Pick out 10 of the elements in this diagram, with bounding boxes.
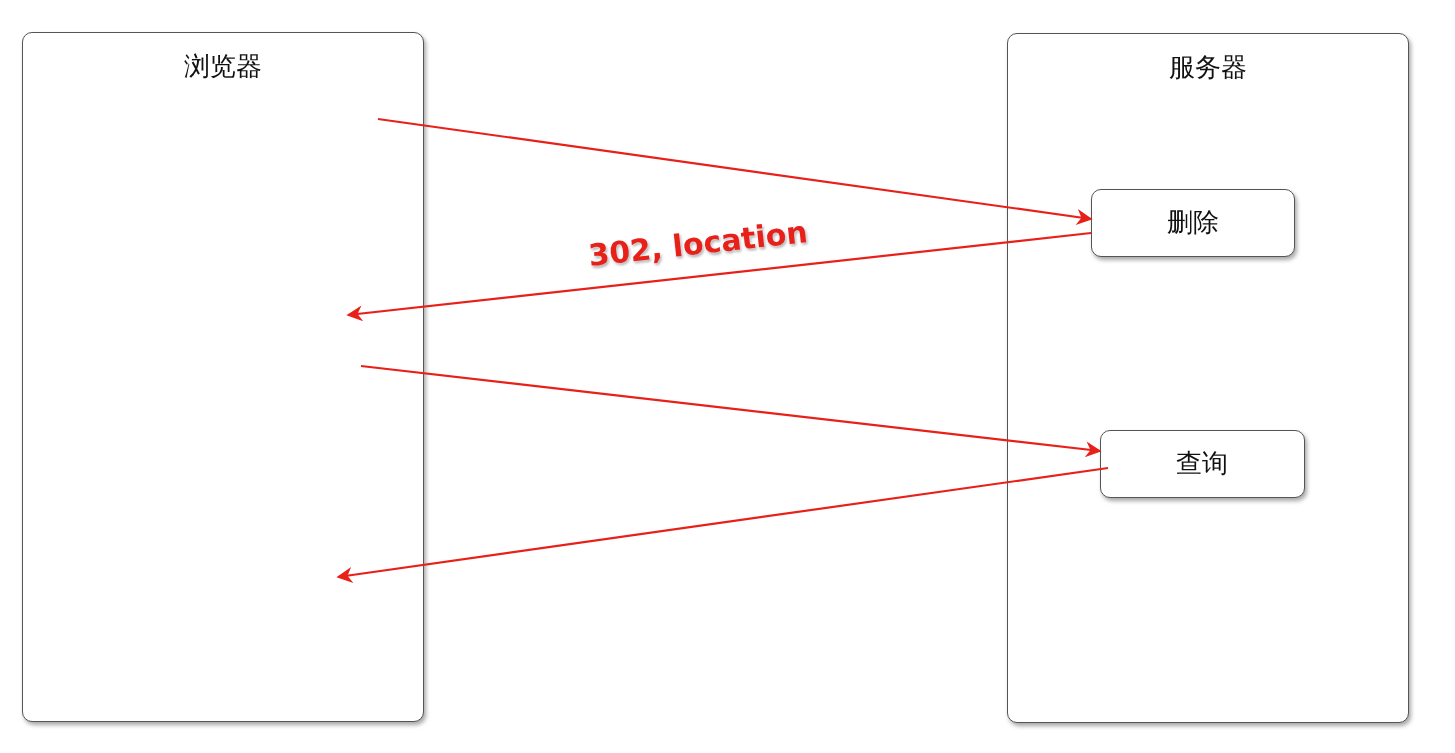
lane-title: 浏览器 (183, 50, 263, 83)
arrow (336, 466, 1109, 583)
swimlane-box (1007, 33, 1409, 723)
arrow (360, 364, 1102, 458)
arrow (377, 117, 1093, 225)
process-box: 删除 (1090, 188, 1295, 257)
process-box: 查询 (1099, 429, 1305, 498)
arrow (346, 231, 1092, 322)
lane-title: 服务器 (1168, 51, 1248, 84)
swimlane-box (22, 32, 424, 722)
